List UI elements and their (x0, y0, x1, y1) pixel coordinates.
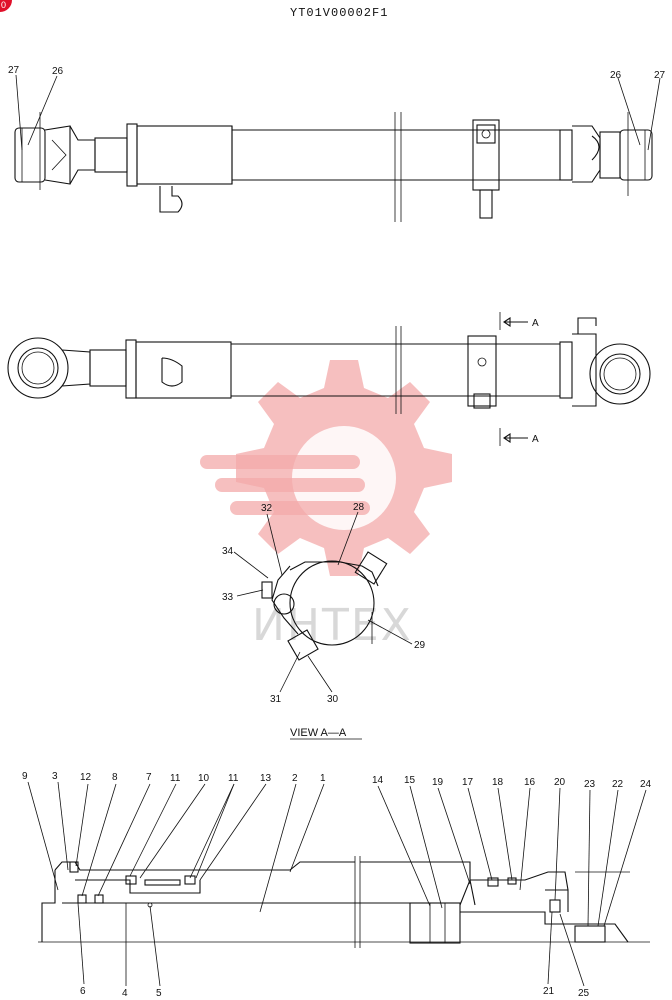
callout-16: 16 (524, 777, 536, 788)
callout-34: 34 (222, 546, 234, 557)
watermark-gear-icon (200, 360, 452, 576)
callout-33: 33 (222, 592, 234, 603)
corner-badge (0, 0, 12, 12)
callout-23: 23 (584, 779, 596, 790)
callout-7: 7 (146, 772, 152, 783)
section-mark-top: A (532, 318, 539, 329)
callout-29: 29 (414, 640, 426, 651)
callout-10: 10 (198, 773, 210, 784)
callout-11-left: 11 (170, 773, 181, 784)
callout-21: 21 (543, 986, 555, 997)
callout-8: 8 (112, 772, 118, 783)
callout-18: 18 (492, 777, 504, 788)
callout-13: 13 (260, 773, 272, 784)
callout-1: 1 (320, 773, 326, 784)
cylinder-top-view (14, 112, 653, 222)
watermark-text: ИНТЕХ (252, 600, 413, 651)
section-mark-bottom: A (532, 434, 539, 445)
cylinder-side-view (7, 312, 651, 446)
callout-12: 12 (80, 772, 92, 783)
callout-15: 15 (404, 775, 416, 786)
callout-30: 30 (327, 694, 339, 705)
callout-4: 4 (122, 988, 128, 999)
section-view-a-a (261, 551, 388, 661)
callout-32: 32 (261, 503, 273, 514)
callout-leaders-view (233, 511, 413, 693)
callout-6: 6 (80, 986, 86, 997)
callout-5: 5 (156, 988, 162, 999)
callout-26-right: 26 (610, 70, 622, 81)
view-title: VIEW A—A (290, 727, 347, 739)
callout-31: 31 (270, 694, 282, 705)
callout-17: 17 (462, 777, 474, 788)
callout-11-right: 11 (228, 773, 239, 784)
callout-14: 14 (372, 775, 384, 786)
callout-20: 20 (554, 777, 566, 788)
callout-leaders-top (15, 74, 661, 151)
callout-9: 9 (22, 771, 28, 782)
callout-28: 28 (353, 502, 365, 513)
corner-badge-label: 0 (1, 0, 6, 10)
callout-25: 25 (578, 988, 590, 999)
callout-24: 24 (640, 779, 652, 790)
cylinder-cross-section (38, 856, 650, 948)
callout-2: 2 (292, 773, 298, 784)
callout-3: 3 (52, 771, 58, 782)
drawing-code: YT01V00002F1 (290, 6, 388, 20)
callout-22: 22 (612, 779, 624, 790)
callout-26-left: 26 (52, 66, 64, 77)
callout-leaders-bottom (27, 781, 647, 987)
callout-27-right: 27 (654, 70, 666, 81)
callout-19: 19 (432, 777, 444, 788)
callout-27-left: 27 (8, 65, 20, 76)
